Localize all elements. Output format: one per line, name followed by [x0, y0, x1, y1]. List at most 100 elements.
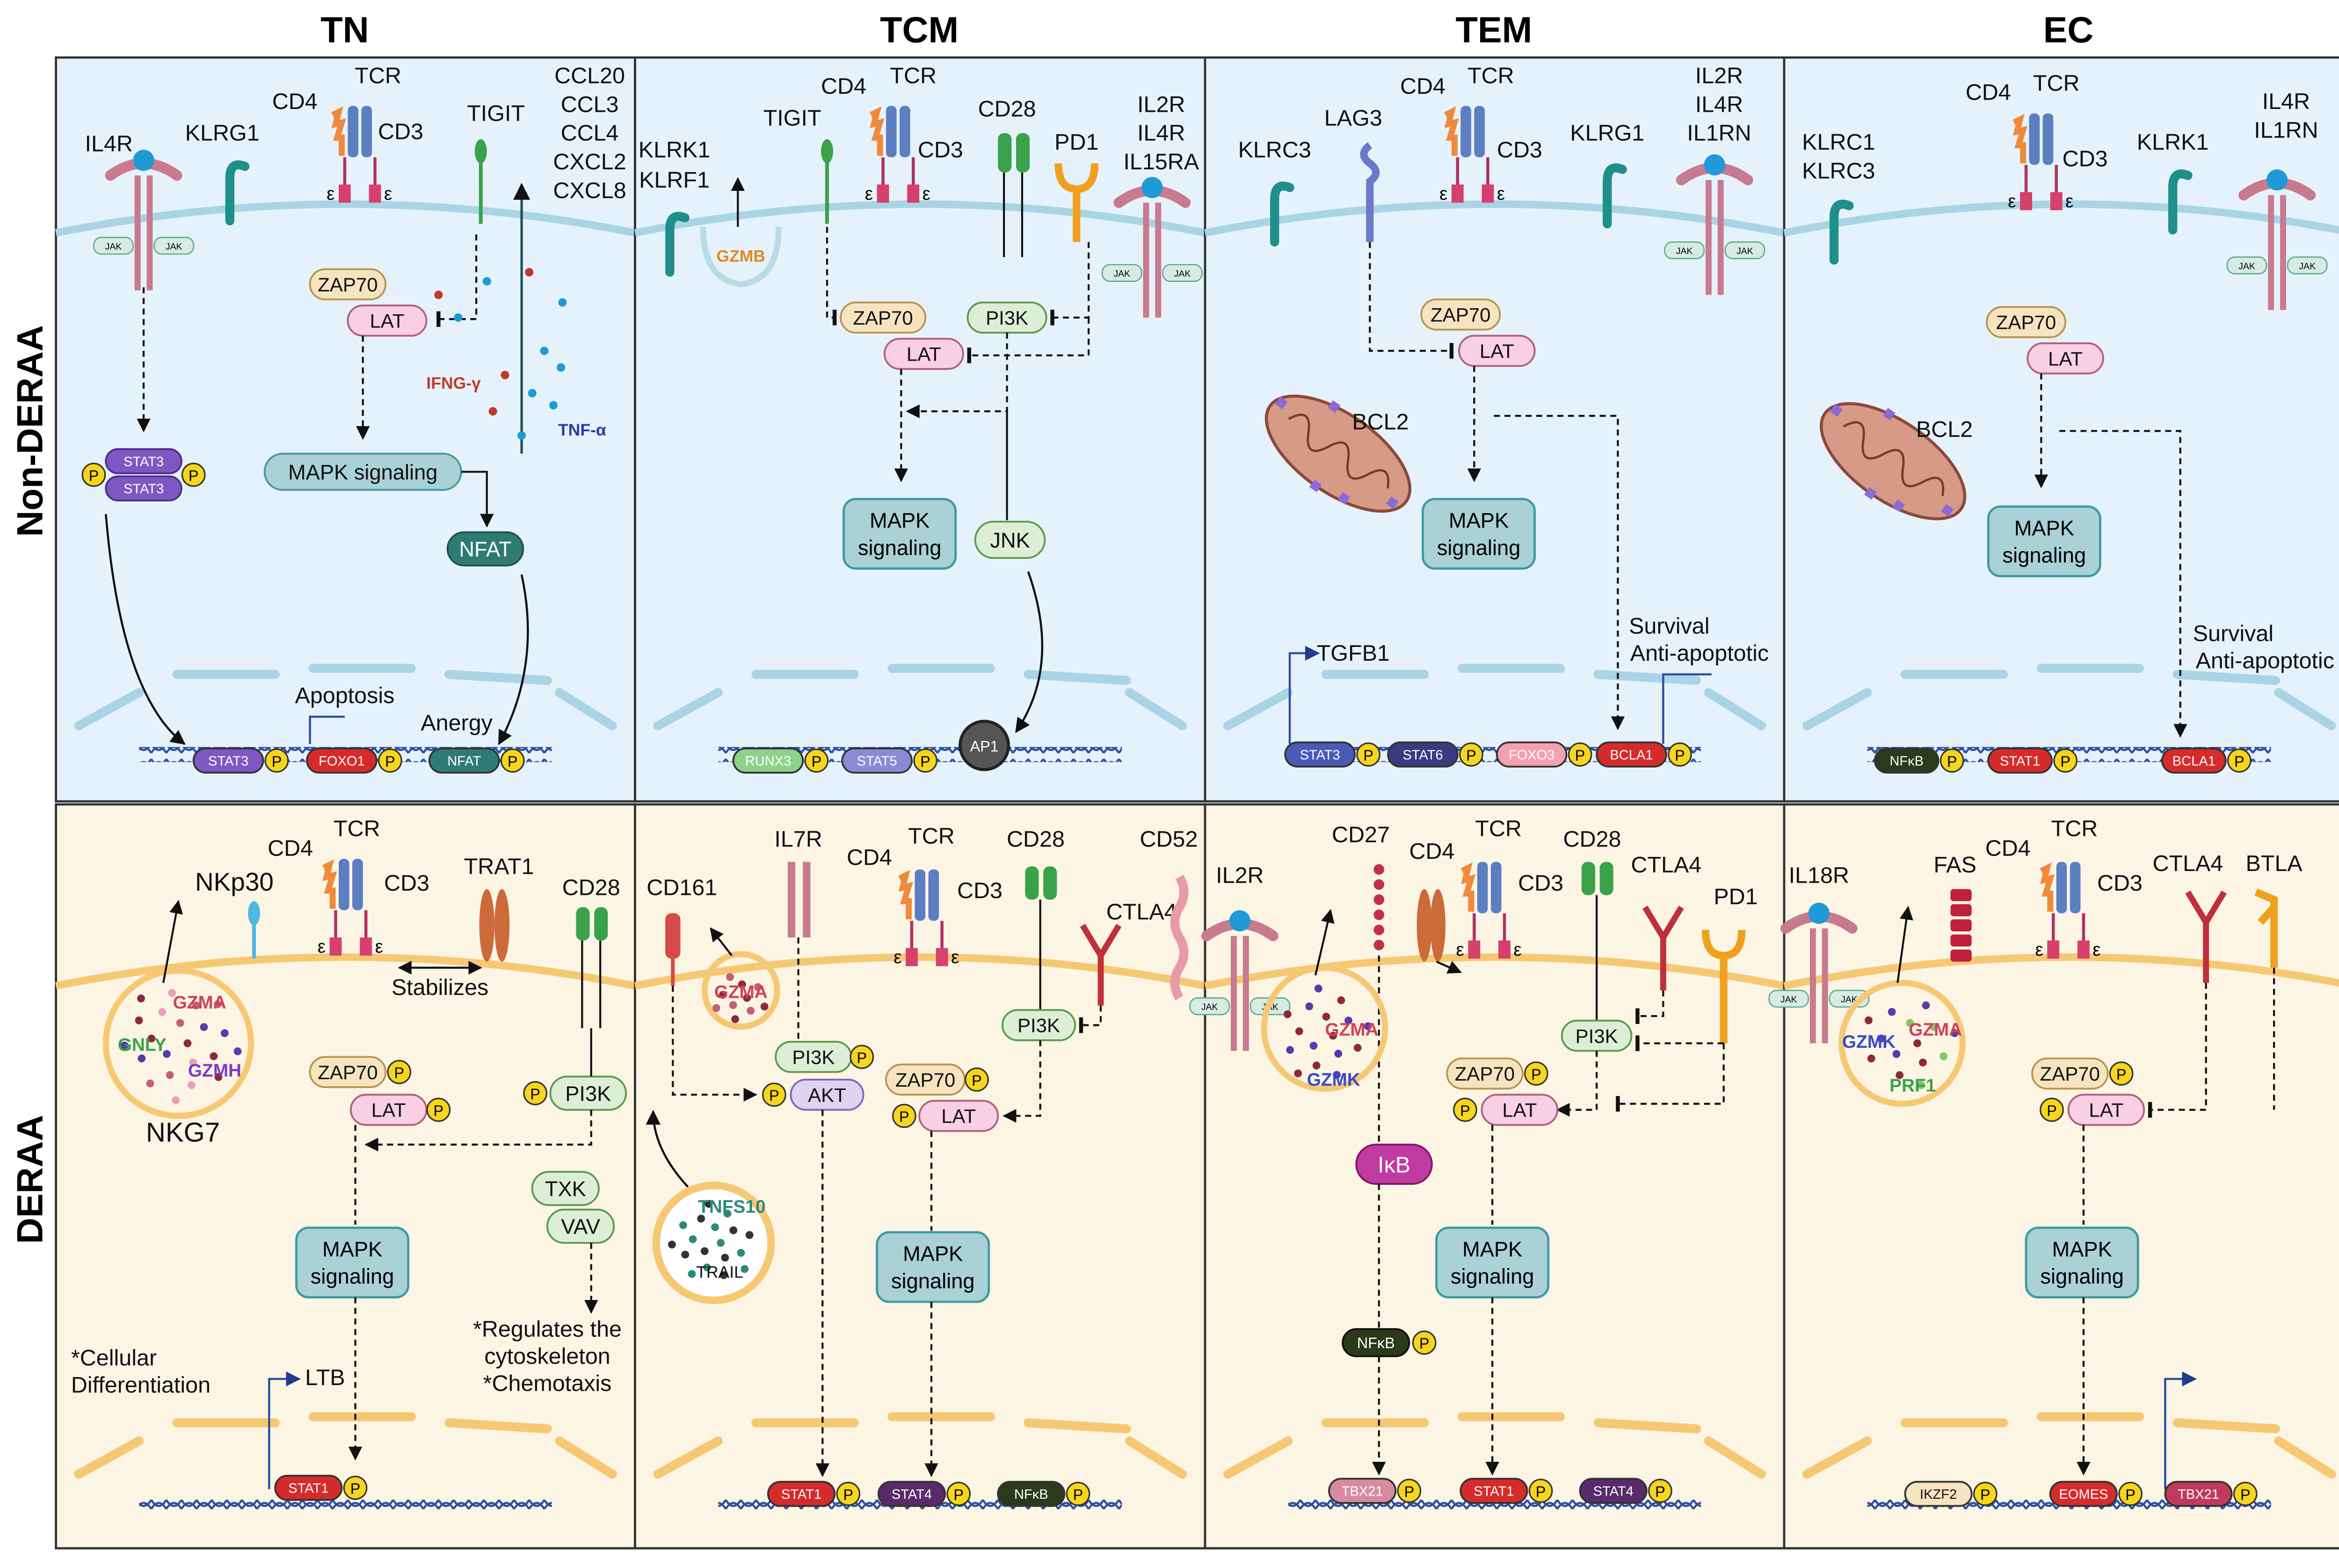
nfat-nuclear-label: NFAT	[447, 754, 481, 769]
gzma-release-arrow	[710, 927, 733, 957]
cd3-label: CD3	[2097, 871, 2143, 896]
tcr-chain-beta	[1490, 862, 1502, 914]
cd4-molecule	[2040, 862, 2055, 912]
cd3-epsilon-right	[2077, 940, 2090, 959]
bcl2-mitochondrion	[1820, 402, 1967, 521]
chemokine-label: CXCL8	[553, 178, 626, 203]
ikzf2-nuclear-label: IKZF2	[1920, 1487, 1957, 1502]
tcr-chain-alpha	[2029, 113, 2040, 165]
nuclear-envelope-segment	[1704, 1436, 1766, 1479]
granule-vesicle	[701, 951, 780, 1030]
phosphate-marker: P	[2227, 748, 2252, 773]
stat1-nuclear: STAT1	[1460, 1478, 1528, 1504]
phosphate-label: P	[89, 467, 99, 484]
phosphate-circle	[946, 1481, 971, 1506]
phosphate-marker: P	[836, 1481, 861, 1506]
lat-node-label: LAT	[370, 310, 404, 332]
chemokine-label: CCL4	[561, 121, 619, 146]
phosphate-marker: P	[378, 748, 402, 773]
cd28-chain-a	[1025, 866, 1039, 900]
phosphate-label: P	[1419, 1335, 1430, 1352]
lat-node-shape	[918, 1100, 999, 1132]
foxo1-nuclear: FOXO1	[306, 748, 378, 774]
tnfa-label: TNF-α	[558, 421, 606, 439]
nuclear-envelope-segment	[1125, 1436, 1187, 1479]
lat-node: LAT	[2027, 342, 2104, 375]
cytokine-particle	[454, 313, 463, 322]
jnk-node-shape	[974, 521, 1046, 559]
granule-vesicle	[102, 967, 254, 1119]
cytokine-particle	[488, 407, 497, 416]
nuclear-envelope-segment	[555, 1436, 617, 1479]
fas-domain	[1950, 904, 1972, 916]
stat6-nuclear-label: STAT6	[1402, 748, 1443, 762]
trat1-label: TRAT1	[464, 854, 534, 879]
jak-label: JAK	[1780, 995, 1797, 1005]
tcr-label: TCR	[1467, 63, 1514, 88]
cd4-label: CD4	[821, 74, 866, 99]
panel-bottom-tem	[1204, 803, 1786, 1550]
stat3-dimer-bottom: STAT3	[105, 475, 182, 501]
granule-particle	[721, 1254, 729, 1262]
klrc3-label: KLRC3	[1802, 159, 1875, 184]
btla-label: BTLA	[2246, 851, 2303, 876]
jak-shape	[1162, 264, 1203, 282]
mapk-signaling-node-label-line1: MAPK	[2014, 516, 2074, 540]
lat-node-shape	[1481, 1094, 1559, 1126]
jnk-node: JNK	[974, 521, 1046, 559]
epsilon-label-right: ε	[1513, 940, 1521, 960]
granule-particle	[214, 1000, 222, 1009]
phosphate-marker: P	[2040, 1097, 2064, 1122]
granule-particle	[1286, 1046, 1294, 1054]
phosphate-marker: P	[850, 1045, 874, 1069]
lat-node-label: LAT	[2089, 1099, 2123, 1121]
klrk1-receptor	[665, 211, 690, 277]
cd3-epsilon-right	[1498, 940, 1511, 959]
jnk-to-ap1-arrow	[1015, 571, 1044, 733]
epsilon-label-right: ε	[375, 936, 383, 957]
vav-node-label: VAV	[561, 1215, 600, 1239]
cd4-molecule	[1460, 862, 1476, 912]
nfkb-node: NFκB	[1342, 1328, 1410, 1357]
column-header-tcm: TCM	[880, 10, 959, 51]
foxo1-nuclear-shape	[306, 748, 378, 774]
mapk-signaling-node-shape	[876, 1231, 990, 1303]
il-group-label: IL1RN	[2254, 117, 2318, 143]
cd28-chain-a	[1581, 862, 1595, 895]
stat1-nuclear: STAT1	[767, 1481, 836, 1507]
pi3k-node-label: PI3K	[792, 1046, 835, 1068]
granule-particle	[1333, 1071, 1341, 1079]
ctla4-inhibition-line	[1079, 1005, 1102, 1033]
mapk-signaling-node: MAPK signaling	[263, 452, 462, 491]
jak-shape	[1189, 997, 1230, 1016]
tcr-label: TCR	[1475, 816, 1522, 842]
phosphate-label: P	[1404, 1483, 1415, 1500]
mapk-signaling-node-shape	[1422, 498, 1536, 570]
cd27-domain	[1373, 894, 1385, 905]
gzmk-label: GZMK	[1307, 1070, 1360, 1090]
phosphate-marker: P	[1939, 748, 1964, 773]
phosphate-label: P	[843, 1486, 853, 1503]
lat-node-shape	[883, 338, 964, 370]
klrc3-label: KLRC3	[1238, 137, 1311, 162]
phosphate-label: P	[530, 1086, 540, 1103]
cd161-label: CD161	[646, 875, 717, 900]
phosphate-circle	[1066, 1481, 1090, 1506]
stat4-nuclear-label: STAT4	[1593, 1484, 1634, 1499]
phosphate-label: P	[2060, 753, 2070, 770]
nuclear-envelope-segment	[2172, 1418, 2281, 1434]
jak-label: JAK	[166, 241, 182, 252]
granule-particle	[689, 1235, 697, 1243]
granule-particle	[187, 1081, 196, 1089]
epsilon-label-left: ε	[327, 184, 334, 204]
nfkb-node-label: NFκB	[1357, 1335, 1395, 1351]
granule-particle	[135, 1016, 143, 1024]
cytokine-ligand	[1229, 910, 1250, 932]
stat1-nuclear: STAT1	[1987, 748, 2053, 774]
jak-shape	[1724, 241, 1765, 260]
